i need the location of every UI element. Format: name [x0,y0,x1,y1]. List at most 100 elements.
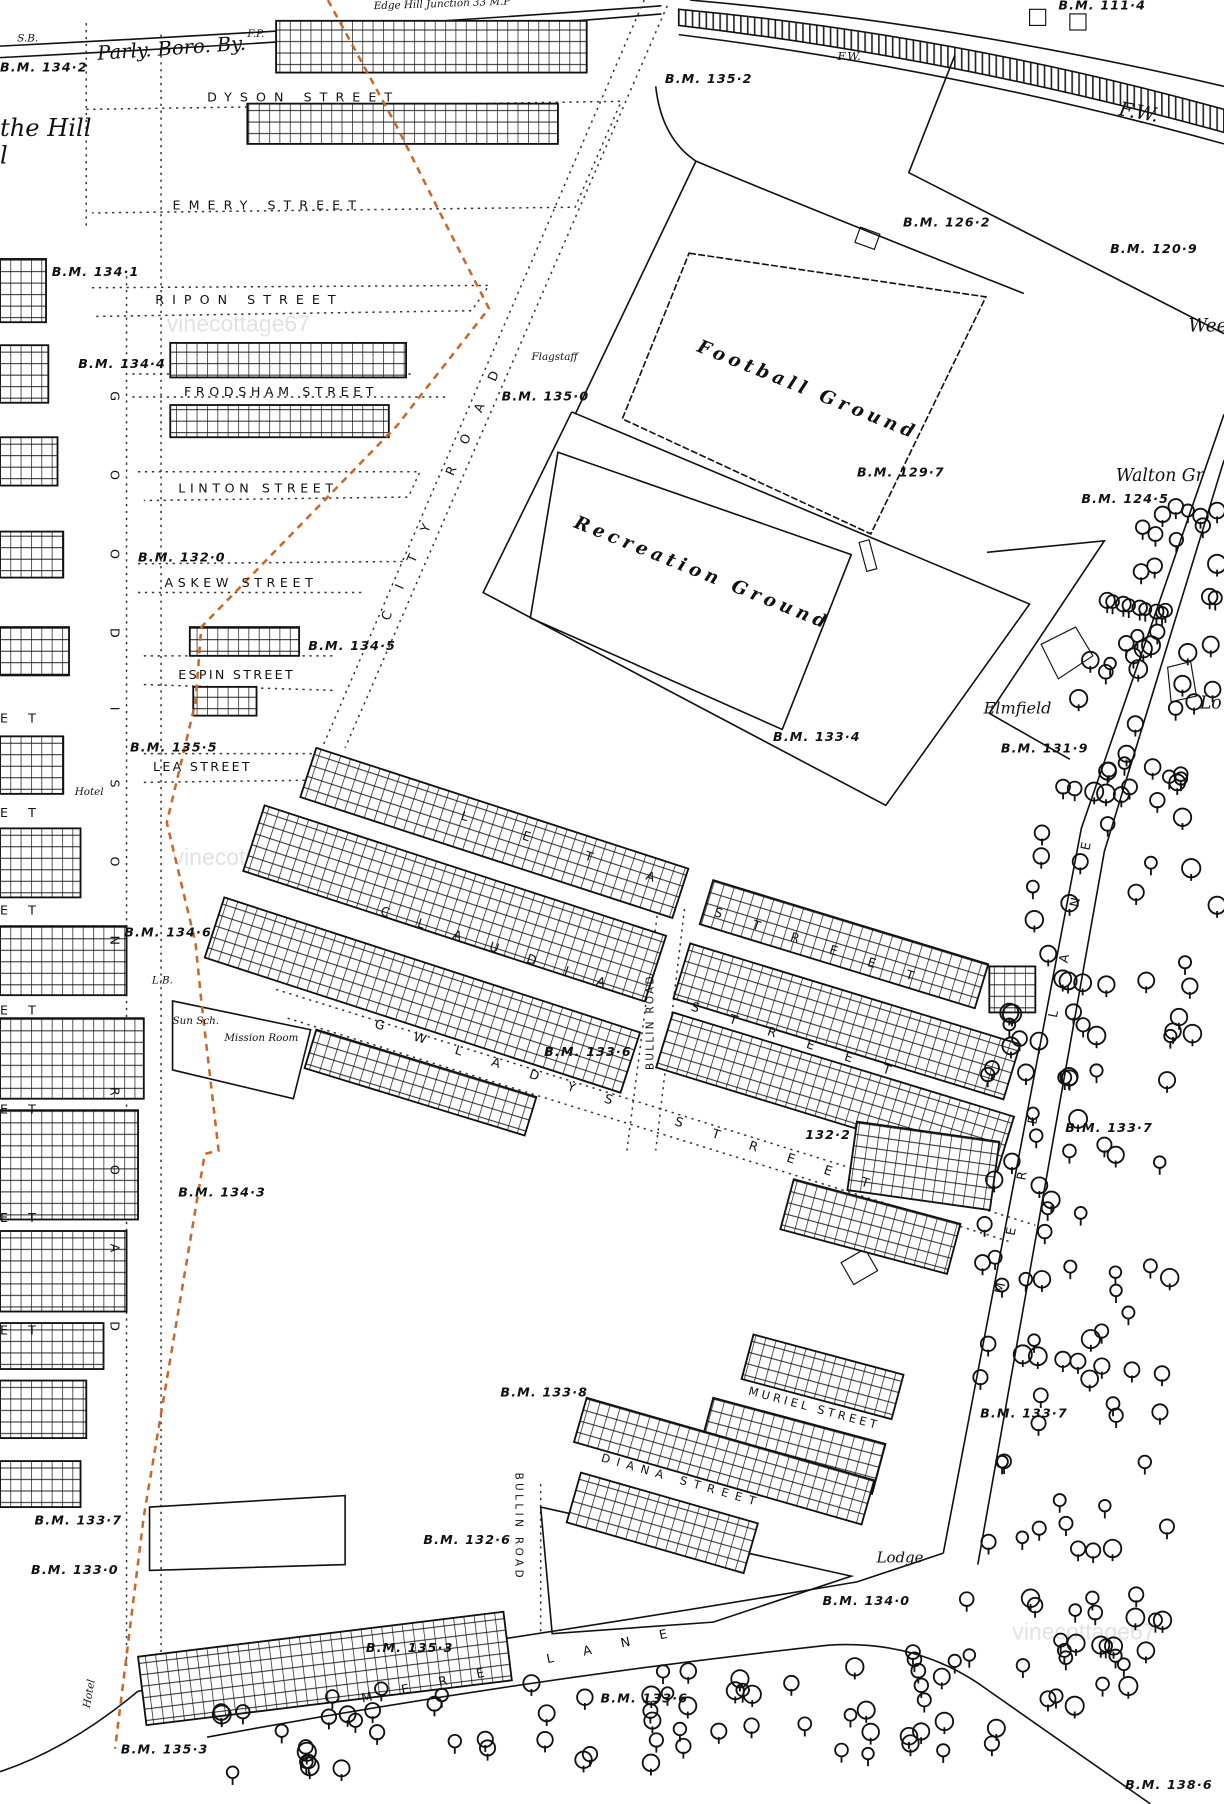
benchmark-label: B.M. 120·9 [1110,241,1198,256]
street-goodison-road: GOODISON ROAD [107,391,122,1400]
tree-icon [1109,1283,1123,1298]
wee-label: Wee [1188,315,1224,336]
benchmark-label: B.M. 133·8 [500,1385,588,1400]
the-hill-label: the Hill [0,114,91,142]
lo-label: Lo [1199,694,1222,714]
benchmark-label: B.M. 126·2 [903,215,991,230]
tree-icon [1153,1365,1171,1382]
tree-icon [655,1664,671,1679]
tree-icon [1052,1493,1067,1508]
tree-icon [962,1648,977,1662]
tree-icon [1058,1650,1074,1666]
tree-icon [1054,1350,1072,1368]
tree-icon [1015,1658,1031,1673]
benchmark-label: B.M. 135·2 [665,71,753,86]
street-fragment: E T [0,1210,44,1225]
tree-icon [1094,1323,1110,1339]
tree-icon [783,1674,800,1692]
tree-icon [1144,855,1158,870]
tree-icon [1085,1542,1102,1559]
trees [211,498,1224,1785]
street-bullin-road-north: BULLIN ROAD [644,974,656,1070]
lodge-label: Lodge [876,1548,924,1566]
benchmark-label: B.M. 132·6 [423,1532,511,1547]
tree-icon [537,1704,556,1723]
tree-icon [916,1692,932,1708]
tree-icon [1033,824,1051,841]
tree-icon [1064,1003,1082,1021]
tree-icon [1167,700,1184,716]
tree-icon [1093,1357,1111,1375]
watermark: vinecottage67 [167,310,310,336]
tree-icon [1097,975,1116,994]
tree-icon [447,1733,462,1749]
benchmark-label: B.M. 133·7 [35,1512,123,1527]
tree-icon [1108,1648,1123,1663]
tree-icon [1031,1520,1047,1536]
street-fragment: E T [0,1102,44,1117]
tree-icon [1098,1498,1112,1513]
tree-icon [980,1533,997,1550]
tree-icon [1062,1143,1077,1159]
tree-icon [972,1369,989,1386]
tree-icon [332,1759,351,1778]
benchmark-label: B.M. 133·0 [31,1562,119,1577]
tree-icon [1087,1604,1104,1621]
tree-icon [1207,553,1224,574]
benchmark-label: B.M. 134·4 [78,356,166,371]
footpath-label: F.P. [246,28,264,40]
tree-icon [1128,1586,1145,1603]
parliamentary-boundary [113,0,491,1749]
tree-icon [834,1742,849,1758]
tree-icon [576,1688,594,1706]
street-dyson: DYSON STREET [207,89,400,104]
hotel-label: Hotel [81,1678,98,1709]
tree-icon [1134,519,1151,535]
tree-icon [1095,1676,1110,1692]
tree-icon [1132,563,1150,580]
tree-icon [1085,1590,1100,1605]
signal-box-label: S.B. [17,33,38,45]
benchmark-label: B.M. 135·3 [121,1741,209,1756]
tree-icon [369,1724,386,1741]
tree-icon [1208,501,1224,520]
hotel-label: Hotel [74,786,104,798]
benchmark-label: B.M. 135·0 [502,388,590,403]
tree-icon [1069,1352,1087,1370]
benchmark-label: B.M. 133·4 [773,729,861,744]
benchmark-label: B.M. 134·5 [308,638,396,653]
tree-icon [1153,505,1172,524]
benchmark-label: B.M. 124·5 [1081,491,1169,506]
tree-icon [675,1737,692,1755]
tree-icon [743,1717,760,1734]
tree-icon [1025,879,1040,894]
benchmark-label: B.M. 134·6 [124,925,212,940]
tree-icon [1147,526,1164,542]
tree-icon [1039,1690,1057,1708]
street-emery: EMERY STREET [173,197,364,212]
mission-room-label: Mission Room [223,1032,298,1044]
boundary-label: Parly. Boro. By. [96,32,247,65]
tree-icon [1018,1271,1034,1287]
tree-icon [1126,715,1144,733]
tree-icon [1105,1396,1121,1412]
tree-icon [797,1716,813,1732]
terraced-houses [0,19,1037,1727]
tree-icon [1158,1071,1177,1090]
tree-icon [1158,1518,1175,1535]
benchmark-label: B.M. 135·3 [366,1640,454,1655]
tree-icon [274,1723,289,1738]
benchmark-label: B.M. 134·1 [52,264,140,279]
recreation-ground-label: Recreation Ground [570,512,833,635]
tree-icon [1108,1265,1123,1279]
street-askew: ASKEW STREET [165,575,318,590]
benchmark-label: 132·2 [805,1127,851,1142]
tree-icon [648,1732,664,1748]
tree-icon [976,1216,993,1233]
benchmark-label: B.M. 131·9 [1001,740,1089,755]
street-ripon: RIPON STREET [155,292,343,307]
tree-icon [1178,955,1193,970]
railway [0,0,1224,145]
street-espin: ESPIN STREET [178,667,295,682]
tree-icon [1149,792,1166,809]
